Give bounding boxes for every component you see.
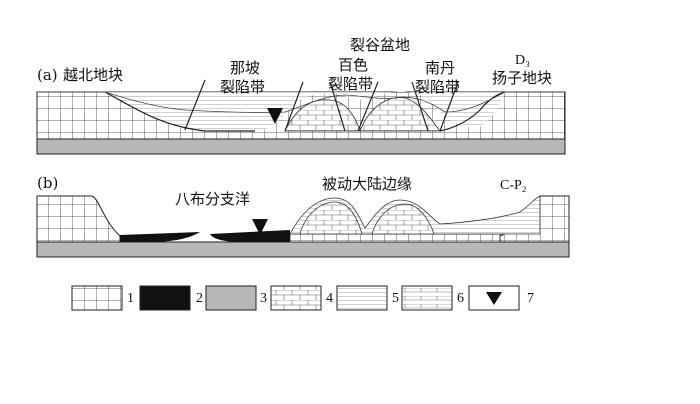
babu-ocean-label: 八布分支洋 [175, 190, 250, 208]
triangle-marker-a [267, 108, 283, 124]
legend-num-3: 3 [260, 291, 267, 306]
legend-num-4: 4 [326, 291, 333, 306]
basement-b [36, 241, 570, 258]
nandan-label-1: 南丹 [425, 59, 455, 77]
passive-margin-label: 被动大陆边缘 [322, 175, 412, 193]
ocean-lens-1 [120, 232, 200, 242]
fault-5 [411, 81, 429, 132]
legend-item-2: 2 [139, 285, 203, 311]
legend-item-1: 1 [71, 285, 134, 311]
right-rift-outline [439, 91, 506, 132]
napo-rift-outline [104, 91, 255, 132]
left-platform-b [36, 195, 121, 243]
panel-a-tag: (a) [37, 66, 58, 84]
legend-num-2: 2 [196, 291, 203, 306]
basement-a [36, 138, 566, 155]
cover-line-a [37, 91, 565, 113]
baise-label-1: 百色 [338, 56, 368, 74]
fault-1 [184, 79, 206, 131]
fault-4 [357, 81, 379, 132]
legend-item-4: 4 [270, 285, 333, 311]
panel-b: (b) 八布分支洋 被动大陆边缘 C-P₂ [36, 174, 570, 258]
fault-2 [284, 81, 304, 132]
legend-item-3: 3 [205, 285, 267, 311]
yangtze-block-label: 扬子地块 [492, 69, 552, 87]
legend-item-6: 6 [401, 285, 464, 311]
shelf-grid-b [289, 233, 501, 243]
legend-item-5: 5 [336, 285, 399, 311]
legend-item-7: 7 [468, 285, 534, 311]
legend-triangle-icon [486, 292, 502, 305]
age-cp2-label: C-P₂ [500, 178, 527, 193]
legend-num-5: 5 [392, 291, 399, 306]
ocean-lens-2 [210, 230, 290, 242]
panel-b-tag: (b) [37, 174, 58, 192]
napo-rift-fill-a [105, 91, 505, 131]
age-d3-label: D₃ [515, 53, 530, 68]
legend-num-6: 6 [457, 291, 464, 306]
triangle-marker-b [252, 219, 268, 235]
fault-6 [439, 81, 459, 132]
limestone-mounds-a [284, 97, 441, 132]
napo-label-1: 那坡 [230, 59, 260, 77]
fault-3 [329, 81, 346, 132]
passive-margin-mounds [299, 201, 435, 235]
legend: 1 2 3 4 5 6 7 [71, 285, 534, 311]
yuebei-block-label: 越北地块 [63, 66, 123, 84]
legend-num-1: 1 [127, 291, 134, 306]
legend-num-7: 7 [527, 291, 534, 306]
nandan-label-2: 裂陷带 [415, 78, 460, 96]
panel-a: (a) 越北地块 那坡 裂陷带 裂谷盆地 百色 裂陷带 南丹 裂陷带 D₃ 扬子… [36, 36, 566, 155]
rift-basin-label: 裂谷盆地 [350, 36, 410, 54]
baise-label-2: 裂陷带 [328, 75, 373, 93]
napo-label-2: 裂陷带 [220, 78, 265, 96]
